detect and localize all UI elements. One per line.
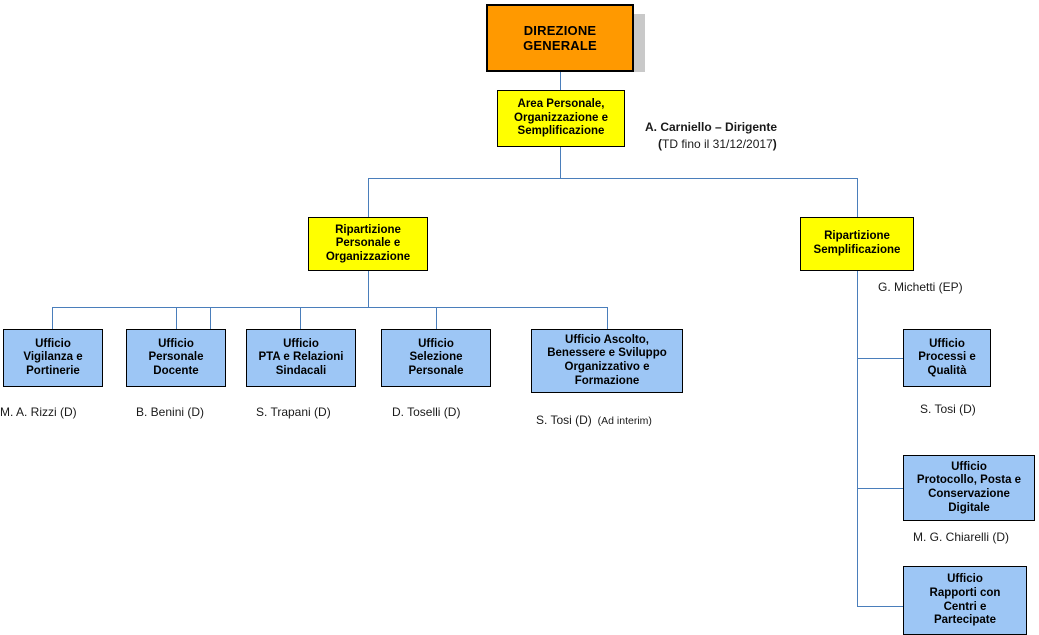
caption-ufficio-personale-docente: B. Benini (D)	[136, 405, 205, 419]
connector-bus-to-office-4	[436, 307, 437, 329]
node-ufficio-processi-qualita[interactable]: Ufficio Processi e Qualità	[903, 329, 991, 387]
area-manager-note: (TD fino il 31/12/2017)	[658, 137, 777, 151]
connector-trunk-to-office-protocollo	[857, 488, 903, 489]
connector-division-right-trunk	[857, 271, 858, 606]
connector-bus-to-office-2	[176, 307, 177, 329]
connector-area-to-bus	[560, 147, 561, 178]
node-ufficio-rapporti-centri-partecipate[interactable]: Ufficio Rapporti con Centri e Partecipat…	[903, 566, 1027, 635]
node-ufficio-selezione-personale[interactable]: Ufficio Selezione Personale	[381, 329, 491, 387]
caption-manager-name: S. Tosi (D)	[536, 413, 592, 427]
caption-ufficio-processi-qualita: S. Tosi (D)	[920, 402, 976, 416]
connector-bus-to-division-left	[368, 178, 369, 217]
node-ufficio-pta-relazioni-sindacali[interactable]: Ufficio PTA e Relazioni Sindacali	[246, 329, 356, 387]
connector-bus-to-division-right	[857, 178, 858, 217]
division-semplificazione-manager: G. Michetti (EP)	[878, 280, 963, 294]
caption-ufficio-protocollo-posta: M. G. Chiarelli (D)	[913, 530, 1010, 544]
connector-trunk-to-office-processi	[857, 358, 903, 359]
caption-ufficio-pta-relazioni-sindacali: S. Trapani (D)	[256, 405, 331, 419]
node-ufficio-protocollo-posta[interactable]: Ufficio Protocollo, Posta e Conservazion…	[903, 455, 1035, 521]
connector-root-to-area	[560, 71, 561, 90]
caption-ufficio-ascolto-benessere: S. Tosi (D) (Ad interim)	[536, 413, 652, 427]
node-ufficio-personale-docente[interactable]: Ufficio Personale Docente	[126, 329, 226, 387]
connector-trunk-to-office-rapporti	[857, 606, 903, 607]
node-direzione-generale[interactable]: DIREZIONE GENERALE	[486, 4, 634, 72]
connector-bus-to-office-5	[607, 307, 608, 329]
connector-bus-divisions	[368, 178, 858, 179]
node-ufficio-ascolto-benessere[interactable]: Ufficio Ascolto, Benessere e Sviluppo Or…	[531, 329, 683, 393]
caption-ad-interim: (Ad interim)	[597, 415, 652, 427]
node-area-personale[interactable]: Area Personale, Organizzazione e Semplif…	[497, 90, 625, 147]
connector-bus-offices	[52, 307, 608, 308]
note-open-paren: (	[658, 137, 662, 151]
connector-bus-to-office-1	[52, 307, 53, 329]
note-text: TD fino il 31/12/2017	[662, 137, 773, 151]
caption-ufficio-vigilanza-portinerie: M. A. Rizzi (D)	[0, 405, 77, 419]
caption-ufficio-selezione-personale: D. Toselli (D)	[392, 405, 461, 419]
node-ufficio-vigilanza-portinerie[interactable]: Ufficio Vigilanza e Portinerie	[3, 329, 103, 387]
node-ripartizione-semplificazione[interactable]: Ripartizione Semplificazione	[800, 217, 914, 271]
connector-division-left-to-bus	[368, 271, 369, 307]
node-ripartizione-personale-organizzazione[interactable]: Ripartizione Personale e Organizzazione	[308, 217, 428, 271]
note-close-paren: )	[772, 137, 777, 151]
connector-bus-to-office-3	[300, 307, 301, 329]
area-manager-name: A. Carniello – Dirigente	[645, 120, 778, 134]
